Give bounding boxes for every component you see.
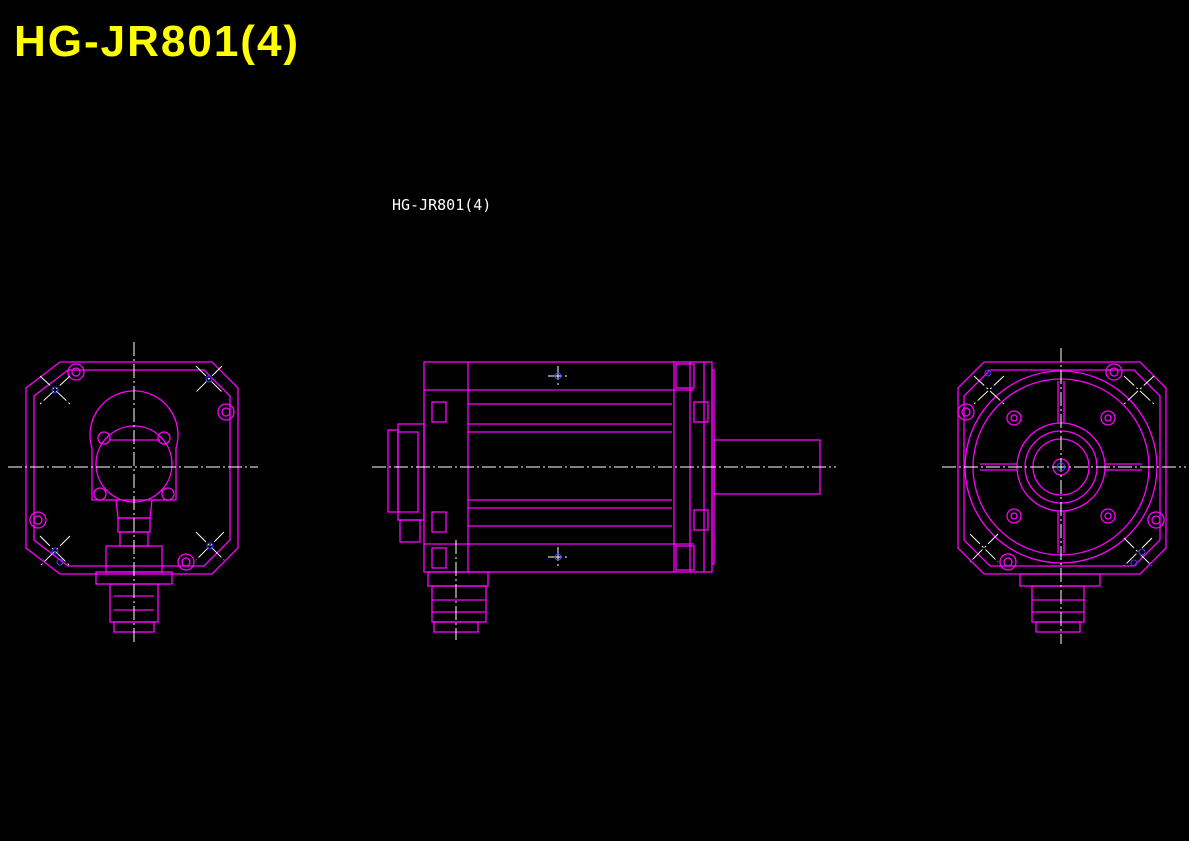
- rear-view-hole-marks: [51, 375, 214, 566]
- drawing-title: HG-JR801(4): [14, 17, 300, 66]
- side-view-hole-marks: [554, 372, 562, 561]
- front-view-hole-marks: [984, 369, 1146, 567]
- front-view-outline: [957, 361, 1167, 633]
- side-view-outline: [387, 361, 821, 633]
- front-view-centerlines: [942, 348, 1186, 644]
- rear-view: [8, 342, 258, 644]
- side-view-centerlines: [372, 366, 836, 640]
- side-view: [372, 361, 836, 640]
- rear-view-centerlines: [8, 342, 258, 644]
- view-label: HG-JR801(4): [392, 196, 491, 214]
- front-view: [942, 348, 1186, 644]
- rear-view-outline: [25, 361, 239, 633]
